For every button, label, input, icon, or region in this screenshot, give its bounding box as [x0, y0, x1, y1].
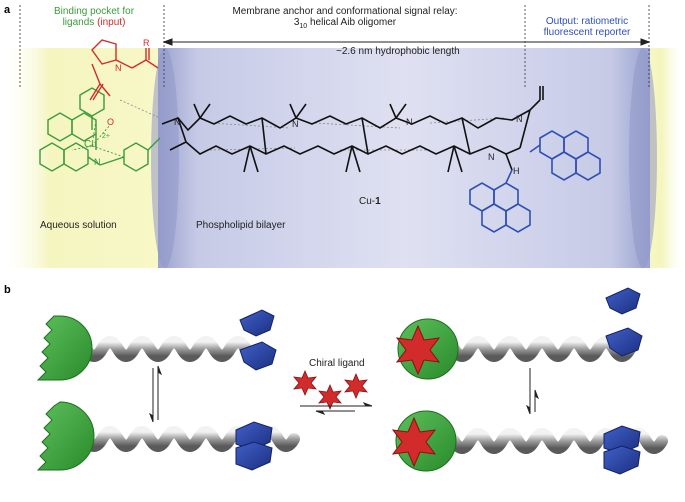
equilibrium-center: [300, 401, 373, 416]
relay-prefix: 3: [293, 17, 300, 28]
compound-prefix: Cu-: [359, 196, 376, 207]
r-group: R: [143, 38, 150, 48]
n-atom-2: N: [292, 119, 299, 129]
pocket-bottom-left: [36, 401, 95, 471]
reporter-top-left: [239, 309, 277, 371]
chiral-ligand-label: Chiral ligand: [309, 358, 365, 369]
copper-complex: [39, 87, 161, 172]
helix-top-right: [432, 336, 636, 362]
output-line2: fluorescent reporter: [543, 27, 631, 38]
cu-charge: 2+: [102, 133, 110, 140]
compound-label: Cu-1: [359, 196, 381, 207]
reporter-bottom-right: [603, 425, 641, 475]
panel-label-b: b: [4, 284, 11, 296]
n-atom-3: N: [406, 117, 413, 127]
equilibrium-right: [525, 368, 540, 415]
equilibrium-left: [148, 365, 163, 423]
boundary-lines: [19, 5, 650, 88]
input-label: (input): [97, 17, 126, 28]
h-atom: H: [513, 166, 520, 176]
reporter-top-right: [605, 287, 643, 357]
pocket-top-left: [36, 315, 93, 381]
length-label: ~2.6 nm hydrophobic length: [336, 46, 460, 57]
binding-pocket-ligands: ligands: [62, 17, 95, 28]
pyrene-lower: [469, 169, 531, 233]
compound-number: 1: [375, 196, 381, 207]
proline-ligand: [89, 39, 159, 101]
output-line1: Output: ratiometric: [545, 16, 629, 27]
bilayer-label: Phospholipid bilayer: [196, 220, 286, 231]
n-atom-4: N: [516, 114, 523, 124]
relay-suffix: helical Aib oligomer: [307, 17, 397, 28]
n-atom-1: N: [174, 117, 181, 127]
bound-ligand-bottom: [391, 416, 437, 468]
panel-label-a: a: [4, 4, 11, 16]
relay-line2: 310 helical Aib oligomer: [210, 17, 480, 30]
cu-atom: Cu: [84, 139, 97, 150]
reporter-bottom-left: [235, 421, 273, 471]
free-ligands: [293, 369, 368, 411]
relay-line1: Membrane anchor and conformational signa…: [232, 6, 458, 17]
relay-label: Membrane anchor and conformational signa…: [210, 6, 480, 30]
output-label: Output: ratiometric fluorescent reporter: [528, 16, 646, 38]
bilayer-region: [151, 48, 657, 268]
aqueous-label: Aqueous solution: [40, 220, 117, 231]
aib-backbone: [161, 86, 544, 173]
bound-ligand-top: [395, 324, 441, 376]
n-atom-5: N: [488, 152, 495, 162]
pyrene-upper: [529, 130, 601, 181]
o-atom-proline: O: [107, 117, 115, 127]
n-atom-proline: N: [115, 63, 122, 73]
binding-pocket-label: Binding pocket for ligands (input): [40, 6, 148, 28]
length-arrow: [162, 38, 651, 46]
binding-pocket-line2: ligands (input): [40, 17, 148, 28]
helix-top-left: [64, 336, 268, 362]
n-atom-amine: N: [94, 157, 101, 167]
relay-subscript: 10: [299, 23, 308, 30]
binding-pocket-line1: Binding pocket for: [53, 6, 135, 17]
coordination-bonds: [71, 119, 125, 158]
